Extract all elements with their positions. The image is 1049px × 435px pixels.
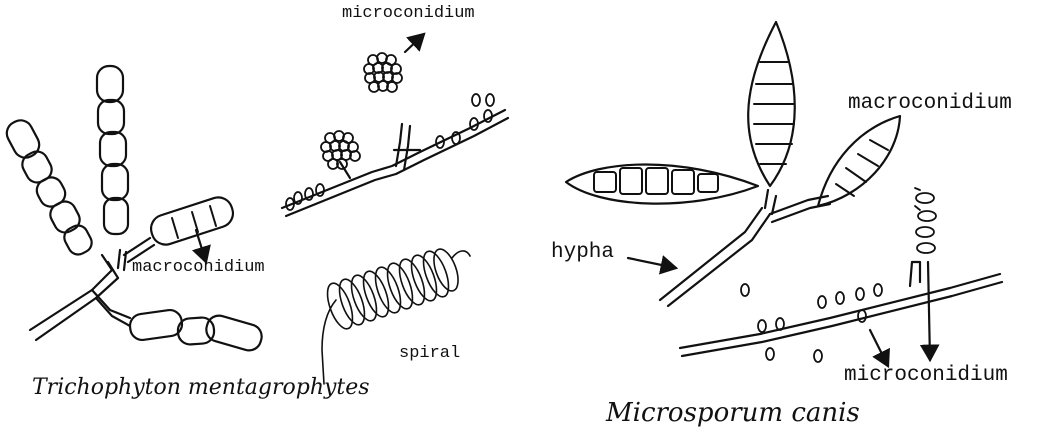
label-macroconidium-right: macroconidium: [848, 92, 1012, 115]
species-title-left: Trichophyton mentagrophytes: [32, 375, 370, 400]
label-macroconidium-left: macroconidium: [132, 258, 265, 277]
trichophyton-microconidia-hypha: [282, 110, 508, 216]
arrow-microconidium-right-2: [928, 262, 930, 360]
microconidia-cluster-upper: [364, 53, 402, 92]
label-microconidium-left: microconidium: [342, 4, 475, 23]
microsporum-hyphae: [660, 190, 1002, 356]
trichophyton-macroconidia: [3, 66, 265, 353]
label-hypha: hypha: [551, 241, 614, 264]
arrow-hypha: [628, 258, 676, 268]
trichophyton-hyphae: [30, 238, 154, 340]
arrow-microconidium-left: [405, 34, 424, 52]
label-spiral: spiral: [399, 344, 460, 363]
label-microconidium-right: microconidium: [844, 364, 1008, 387]
species-title-right: Microsporum canis: [606, 398, 860, 428]
microconidia-teardrops-upper-left: [286, 94, 494, 210]
arrow-microconidium-right-1: [870, 330, 888, 366]
spiral-hypha: [322, 246, 470, 384]
